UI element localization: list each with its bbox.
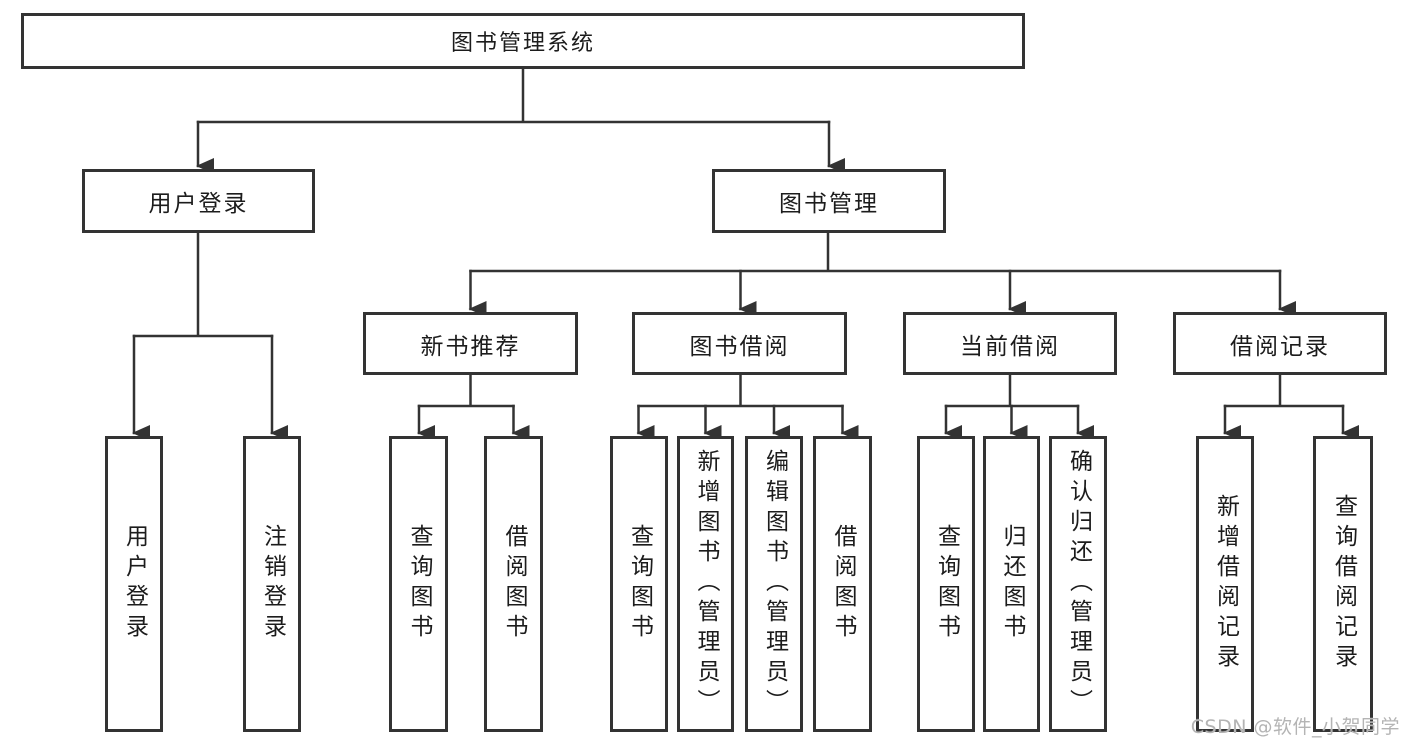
node-label: 注销登录 (259, 524, 286, 644)
leaf-current-return-book: 归还图书 (983, 436, 1040, 732)
node-book-management: 图书管理 (712, 169, 946, 233)
node-label: 图书管理系统 (450, 31, 595, 56)
leaf-logout: 注销登录 (243, 436, 301, 732)
node-label: 借阅记录 (1230, 333, 1330, 360)
leaf-current-query-book: 查询图书 (917, 436, 975, 732)
node-new-book-recommend: 新书推荐 (363, 312, 578, 375)
node-label: 查询图书 (626, 524, 653, 644)
node-book-borrow: 图书借阅 (632, 312, 847, 375)
leaf-borrow-add-book-admin: 新增图书（管理员） (677, 436, 734, 732)
node-label: 当前借阅 (960, 333, 1060, 360)
leaf-borrow-edit-book-admin: 编辑图书（管理员） (745, 436, 803, 732)
node-label: 图书管理 (779, 191, 879, 217)
leaf-newbook-query-book: 查询图书 (389, 436, 448, 732)
node-label: 查询图书 (406, 524, 432, 644)
node-label: 新增图书（管理员） (693, 449, 719, 719)
node-label: 用户登录 (148, 191, 249, 217)
node-label: 归还图书 (999, 524, 1025, 644)
node-current-borrow: 当前借阅 (903, 312, 1117, 375)
node-label: 借阅图书 (501, 524, 527, 644)
node-label: 图书借阅 (689, 333, 790, 360)
node-label: 查询借阅记录 (1330, 494, 1357, 674)
node-label: 新增借阅记录 (1212, 494, 1239, 674)
node-label: 借阅图书 (830, 524, 856, 644)
node-label: 用户登录 (121, 524, 148, 644)
leaf-user-login: 用户登录 (105, 436, 163, 732)
node-library-management-system: 图书管理系统 (21, 13, 1025, 69)
leaf-borrow-query-book: 查询图书 (610, 436, 668, 732)
node-label: 编辑图书（管理员） (761, 449, 788, 719)
leaf-borrow-borrow-book: 借阅图书 (813, 436, 872, 732)
node-label: 新书推荐 (420, 333, 521, 360)
node-user-login-group: 用户登录 (82, 169, 315, 233)
node-borrow-records: 借阅记录 (1173, 312, 1387, 375)
node-label: 确认归还（管理员） (1065, 449, 1092, 719)
leaf-newbook-borrow-book: 借阅图书 (484, 436, 543, 732)
watermark: CSDN @软件_小贺同学 (1190, 716, 1400, 738)
leaf-current-confirm-return-admin: 确认归还（管理员） (1049, 436, 1107, 732)
leaf-records-query-record: 查询借阅记录 (1313, 436, 1373, 732)
node-label: 查询图书 (933, 524, 960, 644)
leaf-records-add-record: 新增借阅记录 (1196, 436, 1254, 732)
